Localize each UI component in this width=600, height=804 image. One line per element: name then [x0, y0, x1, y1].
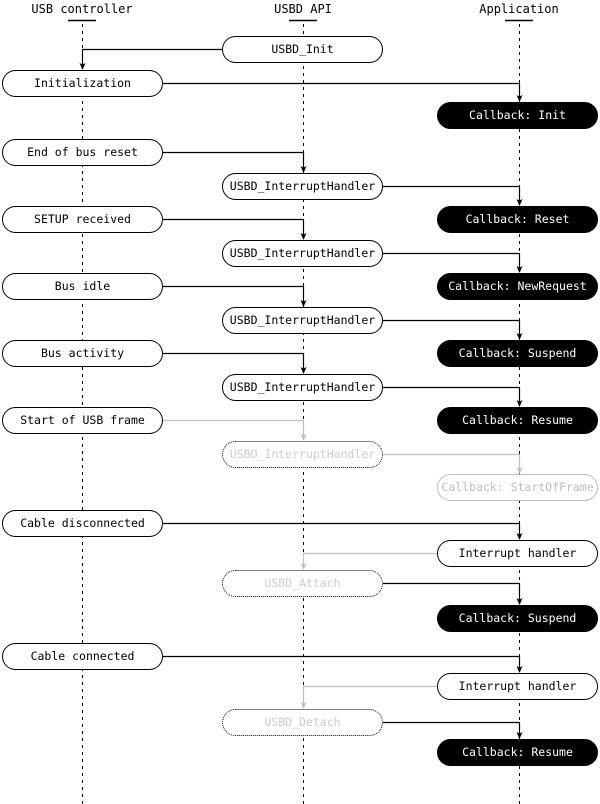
node-interrupt-handler-6[interactable]: Interrupt handler [437, 540, 598, 567]
node-callback-suspend-1[interactable]: Callback: Suspend [437, 340, 598, 367]
node-callback-resume-1[interactable]: Callback: Resume [437, 407, 598, 434]
node-cable-connected[interactable]: Cable connected [2, 643, 163, 670]
message-m16 [163, 655, 523, 673]
message-m14 [300, 552, 437, 570]
message-m13 [163, 522, 523, 540]
node-callback-newrequest[interactable]: Callback: NewRequest [437, 273, 598, 300]
message-m6 [383, 252, 523, 273]
node-cable-disconnected[interactable]: Cable disconnected [2, 510, 163, 537]
node-interrupt-handler-1[interactable]: USBD_InterruptHandler [222, 173, 383, 200]
node-usbd-attach[interactable]: USBD_Attach [222, 570, 383, 597]
column-header-usbd-api: USBD API [274, 2, 332, 16]
node-callback-suspend-2[interactable]: Callback: Suspend [437, 605, 598, 632]
node-interrupt-handler-7[interactable]: Interrupt handler [437, 673, 598, 700]
node-interrupt-handler-5[interactable]: USBD_InterruptHandler [222, 441, 383, 468]
node-callback-resume-2[interactable]: Callback: Resume [437, 739, 598, 766]
node-bus-activity[interactable]: Bus activity [2, 340, 163, 367]
message-m2 [163, 82, 523, 102]
message-m10 [383, 386, 523, 407]
node-bus-idle[interactable]: Bus idle [2, 273, 163, 300]
node-usbd-detach[interactable]: USBD_Detach [222, 709, 383, 736]
column-header-application: Application [479, 2, 559, 16]
message-m7 [163, 285, 307, 307]
message-m12 [383, 453, 523, 474]
message-m3 [163, 151, 307, 173]
message-m11 [163, 419, 307, 441]
message-m18 [383, 721, 523, 739]
message-m5 [163, 218, 307, 240]
node-setup-received[interactable]: SETUP received [2, 206, 163, 233]
node-callback-init[interactable]: Callback: Init [437, 102, 598, 129]
node-callback-reset[interactable]: Callback: Reset [437, 206, 598, 233]
message-m8 [383, 319, 523, 340]
node-interrupt-handler-4[interactable]: USBD_InterruptHandler [222, 374, 383, 401]
column-header-usb-controller: USB controller [31, 2, 133, 16]
message-m4 [383, 185, 523, 206]
message-m17 [300, 685, 437, 709]
node-usbd-init[interactable]: USBD_Init [222, 36, 383, 63]
message-m9 [163, 352, 307, 374]
message-m1 [79, 48, 222, 70]
node-initialization[interactable]: Initialization [2, 70, 163, 97]
message-m15 [383, 582, 523, 605]
node-start-of-usb-frame[interactable]: Start of USB frame [2, 407, 163, 434]
node-callback-startofframe[interactable]: Callback: StartOfFrame [437, 474, 598, 501]
node-end-of-bus-reset[interactable]: End of bus reset [2, 139, 163, 166]
node-interrupt-handler-2[interactable]: USBD_InterruptHandler [222, 240, 383, 267]
node-interrupt-handler-3[interactable]: USBD_InterruptHandler [222, 307, 383, 334]
